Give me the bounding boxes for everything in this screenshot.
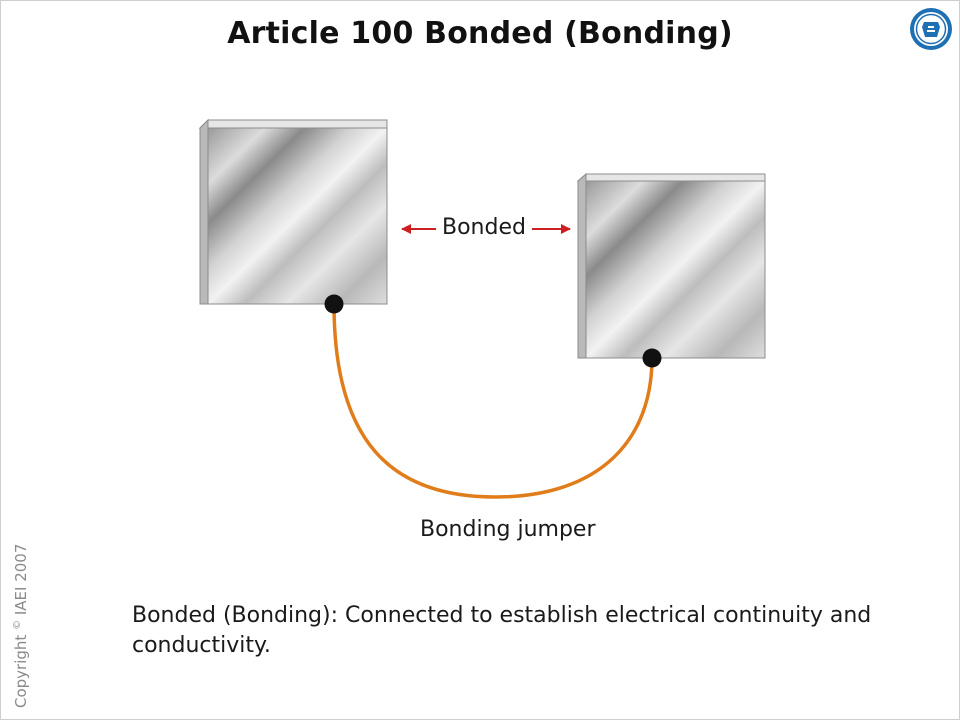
left-metal-plate (198, 118, 388, 305)
bonded-label: Bonded (442, 215, 526, 240)
bonding-jumper-wire (332, 302, 654, 499)
iaei-emblem-icon (910, 8, 952, 50)
bonding-jumper-label: Bonding jumper (420, 517, 596, 542)
definition-text: Bonded (Bonding): Connected to establish… (132, 603, 872, 658)
right-connection-point (642, 348, 662, 368)
page-title: Article 100 Bonded (Bonding) (227, 16, 733, 51)
left-connection-point (324, 294, 344, 314)
right-metal-plate (576, 172, 766, 359)
